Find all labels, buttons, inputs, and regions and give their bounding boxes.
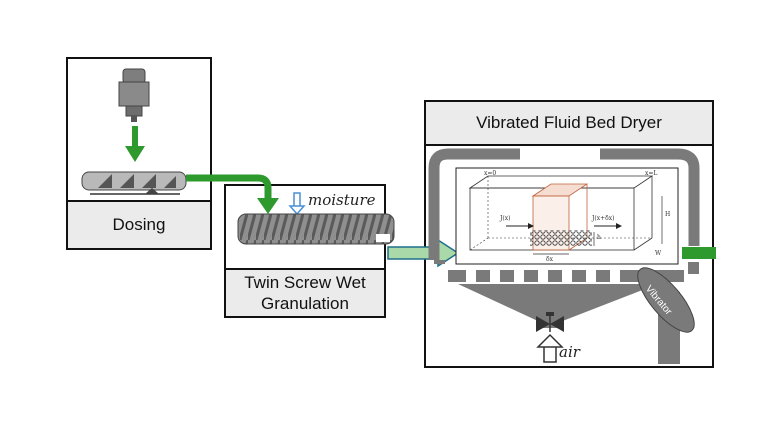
- inset-width: W: [655, 250, 662, 257]
- granulation-label-line1: Twin Screw Wet: [244, 272, 366, 292]
- dryer-housing: [428, 148, 700, 364]
- moisture-arrow: [288, 192, 306, 216]
- feeder-hopper: [118, 68, 150, 122]
- vibrator-motor: [637, 267, 695, 333]
- inset-height: H: [665, 211, 671, 218]
- moisture-label: moisture: [308, 191, 376, 209]
- inset-flux-in: J(x): [500, 215, 511, 222]
- air-label: air: [559, 343, 580, 361]
- inset-bed-height: h: [597, 234, 601, 241]
- inset-x-start: x=0: [484, 170, 497, 177]
- air-valve: [536, 312, 564, 332]
- transfer-arrow-dryer: [387, 238, 460, 268]
- dryer-model-inset: [455, 167, 679, 265]
- inset-flux-out: J(x+δx): [592, 215, 615, 222]
- twin-screw: [237, 213, 395, 245]
- inset-x-end: x=L: [645, 170, 658, 177]
- air-arrow: [536, 333, 564, 363]
- inset-delta-x: δx: [546, 256, 553, 263]
- transfer-arrow-dosing: [186, 174, 279, 214]
- granulation-label-line2: Granulation: [261, 294, 349, 313]
- dryer-title: Vibrated Fluid Bed Dryer: [424, 100, 714, 146]
- dosing-label: Dosing: [66, 200, 212, 250]
- output-arrow: [682, 247, 716, 259]
- granulation-label: Twin Screw Wet Granulation: [224, 268, 386, 318]
- feed-arrow-down: [125, 126, 145, 162]
- dosing-screw: [81, 171, 187, 195]
